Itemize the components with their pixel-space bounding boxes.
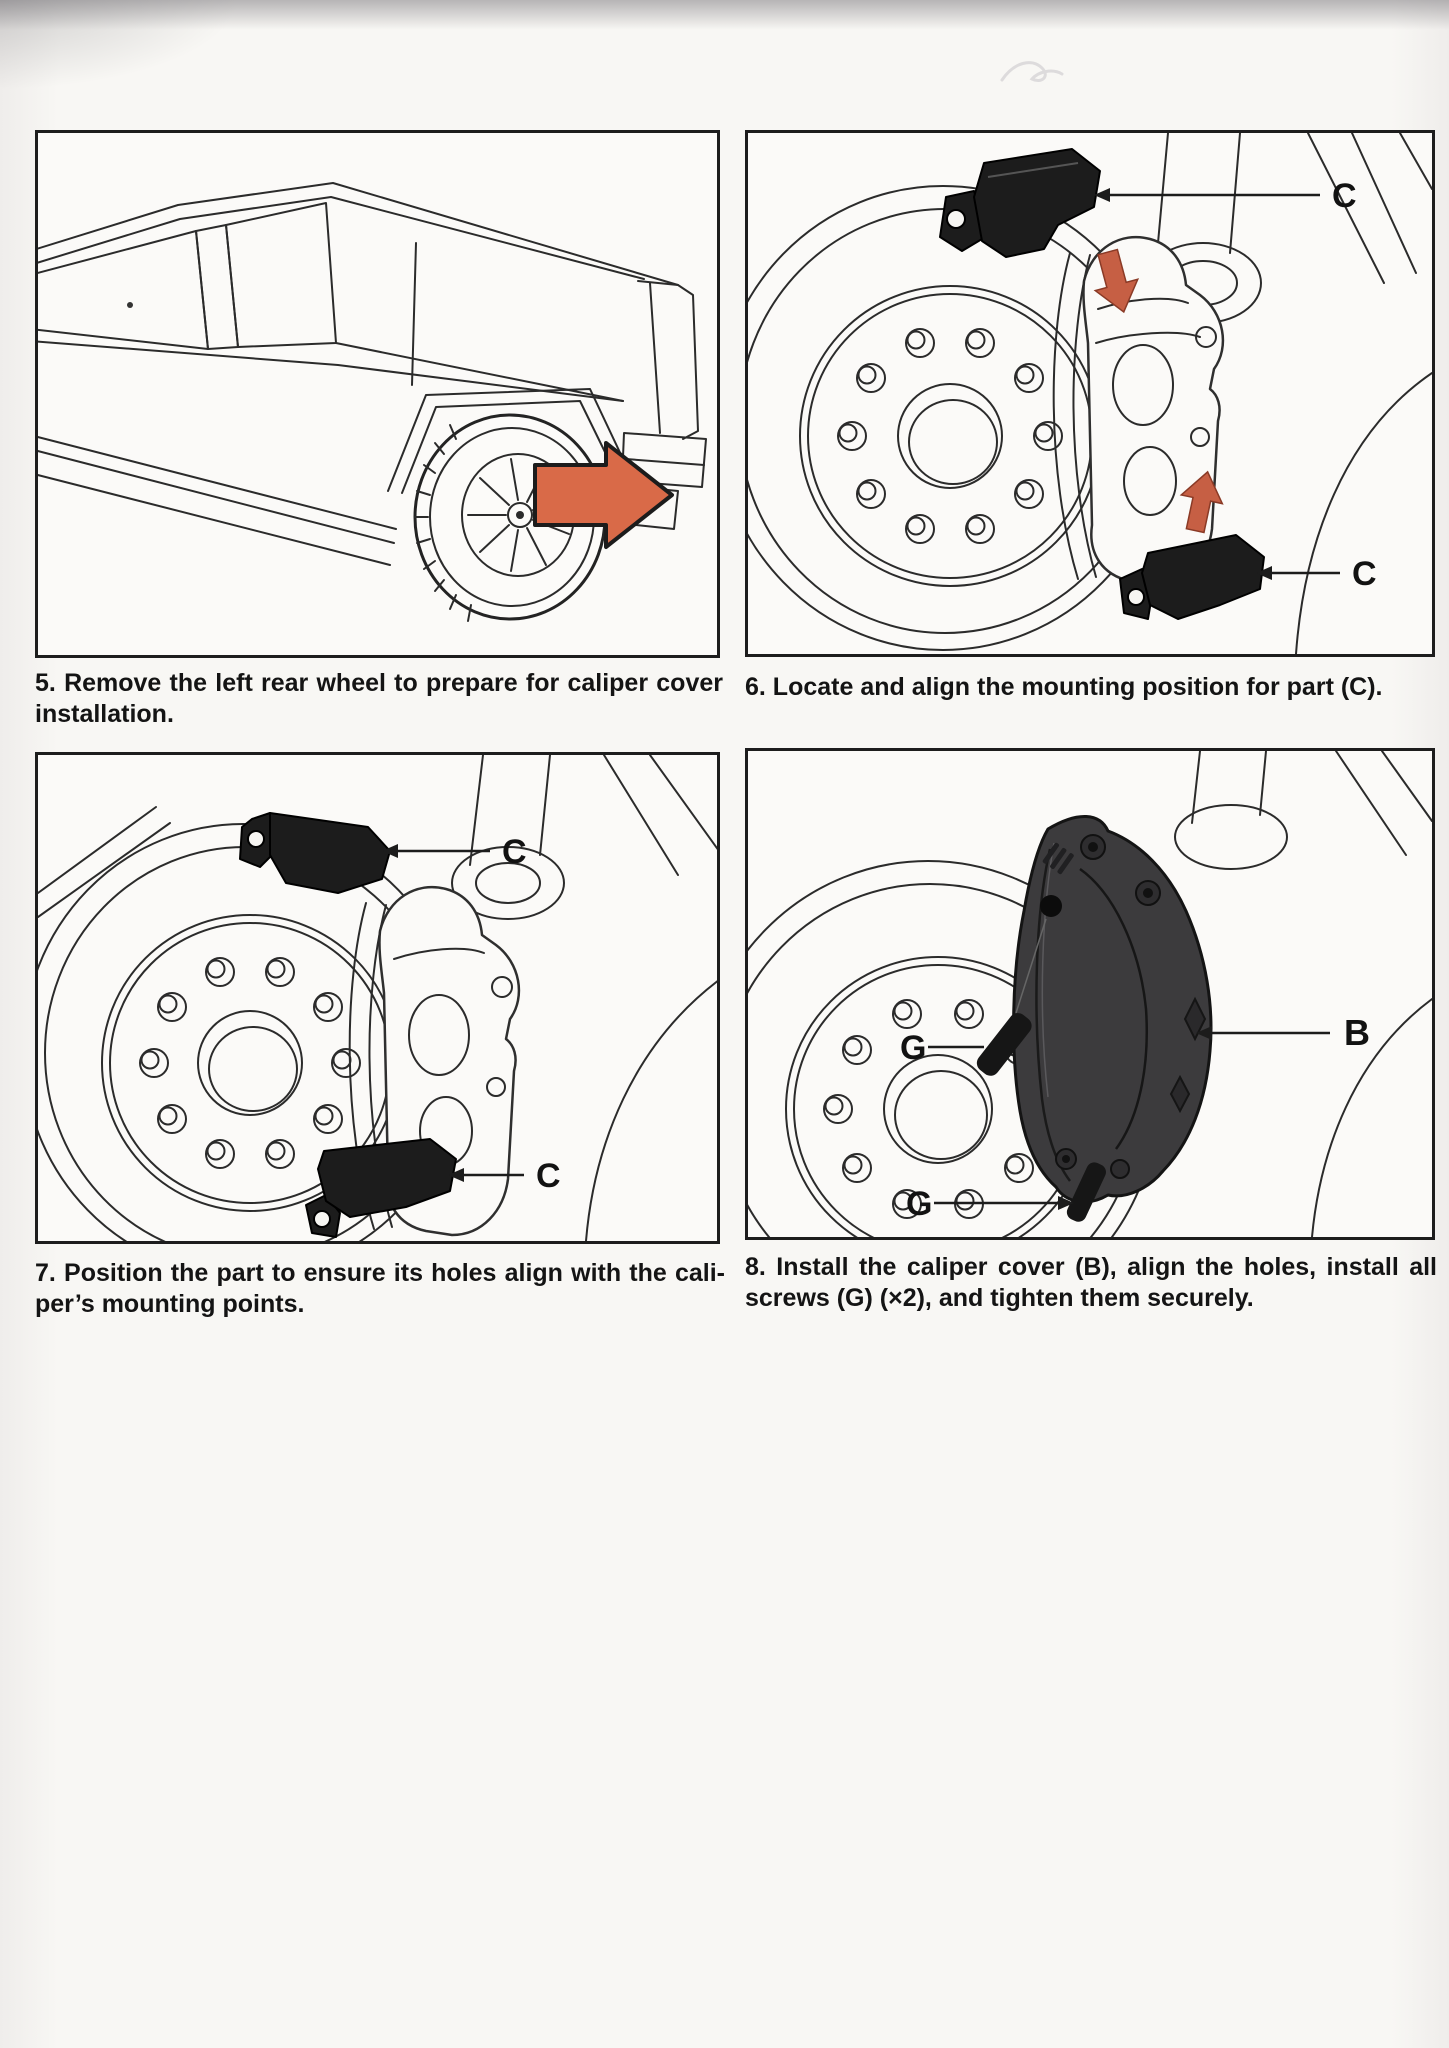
brake-caliper xyxy=(1082,235,1225,587)
label-b: B xyxy=(1196,1012,1370,1053)
caption-step8: 8. Install the caliper cover (B), align … xyxy=(745,1252,1437,1314)
suspension-background xyxy=(1144,133,1432,654)
part-label-b: B xyxy=(1344,1012,1370,1053)
part-c-top xyxy=(939,148,1101,258)
label-c-bottom: C xyxy=(448,1157,561,1195)
part-label-g-bottom: G xyxy=(906,1185,932,1223)
caption-step7-line2: per’s mounting points. xyxy=(35,1290,305,1318)
suspension-background xyxy=(38,755,717,1241)
panel-step7: C C xyxy=(35,752,720,1244)
caption-step5: 5. Remove the left rear wheel to prepare… xyxy=(35,668,723,730)
caliper-align-illustration: C C xyxy=(748,133,1432,654)
insert-arrow-bottom-icon xyxy=(1179,470,1224,534)
caliper-cover-b xyxy=(1012,815,1213,1204)
tire-tread xyxy=(414,424,472,622)
pen-mark xyxy=(1000,61,1064,83)
wheel-arch xyxy=(387,388,641,496)
panel-step5 xyxy=(35,130,720,658)
caption-step6: 6. Locate and align the mounting positio… xyxy=(745,672,1435,703)
caption-step8-line1: 8. Install the caliper cover (B), align … xyxy=(745,1253,1437,1281)
cybertruck-illustration xyxy=(38,182,707,622)
caption-step7-line1: 7. Position the part to ensure its holes… xyxy=(35,1259,725,1287)
caption-step8-line2: screws (G) (×2), and tighten them secure… xyxy=(745,1284,1254,1312)
panel-step8: B G G xyxy=(745,748,1435,1240)
suspension-background xyxy=(1174,751,1432,1237)
screw-g-bottom xyxy=(1066,1162,1106,1222)
part-position-illustration: C C xyxy=(38,755,717,1241)
panel-step6: C C xyxy=(745,130,1435,657)
scan-shadow-corner xyxy=(0,0,240,90)
part-c-bottom xyxy=(1119,534,1265,620)
label-c-top: C xyxy=(382,833,527,871)
screw-guide-line xyxy=(1015,918,1047,1014)
part-c-bottom-installed xyxy=(305,1138,457,1238)
part-label-c-top: C xyxy=(502,833,527,871)
label-c-top: C xyxy=(1094,177,1357,215)
part-label-c-bottom: C xyxy=(536,1157,561,1195)
part-label-g-top: G xyxy=(900,1029,926,1067)
part-label-c-bottom: C xyxy=(1352,555,1377,593)
cover-install-illustration: B G G xyxy=(748,751,1432,1237)
caption-step6-line1: 6. Locate and align the mounting positio… xyxy=(745,673,1383,701)
part-c-top-installed xyxy=(239,812,391,894)
screw-g-top xyxy=(976,1013,1032,1076)
caption-step5-line1: 5. Remove the left rear wheel to prepare… xyxy=(35,669,723,697)
part-label-c-top: C xyxy=(1332,177,1357,215)
cover-mount-hole xyxy=(1040,895,1062,917)
label-g-top: G xyxy=(900,1029,984,1067)
scan-shadow-top xyxy=(0,0,1449,30)
insert-arrow-top-icon xyxy=(1093,248,1140,314)
truck-body xyxy=(38,182,679,566)
window-dot xyxy=(127,302,133,308)
label-g-bottom: G xyxy=(906,1185,1074,1223)
brake-rotor xyxy=(748,185,1170,651)
remove-wheel-arrow-icon xyxy=(533,441,674,549)
label-c-bottom: C xyxy=(1256,555,1377,593)
caption-step7: 7. Position the part to ensure its holes… xyxy=(35,1258,725,1320)
cover-grip-ribs xyxy=(1042,842,1074,875)
caption-step5-line2: installation. xyxy=(35,700,174,728)
caliper-details xyxy=(1052,252,1217,580)
